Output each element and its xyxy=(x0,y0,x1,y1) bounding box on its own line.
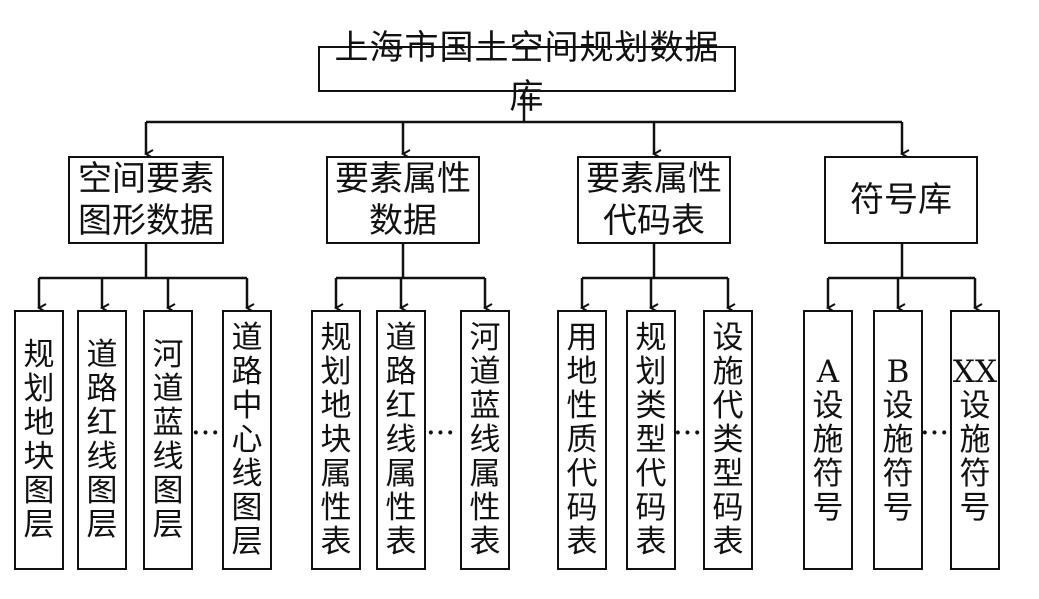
category-label-4: 符号库 xyxy=(850,180,952,220)
category-label-1: 空间要素 图形数据 xyxy=(78,159,214,241)
leaf-node-2-3: 河道蓝线属性表 xyxy=(460,310,510,570)
leaf-node-1-4: 道路中心线图层 xyxy=(222,310,272,570)
leaf-label-1-2: 道路红线图层 xyxy=(86,337,118,543)
category-node-4: 符号库 xyxy=(824,156,978,244)
leaf-node-1-2: 道路红线图层 xyxy=(77,310,127,570)
leaf-node-3-2: 规划类型代码表 xyxy=(626,310,676,570)
leaf-label-3-3: 设施代类型码表 xyxy=(712,320,744,560)
ellipsis-3: ··· xyxy=(674,420,703,446)
leaf-label-2-3: 河道蓝线属性表 xyxy=(469,320,501,560)
root-node: 上海市国土空间规划数据库 xyxy=(318,28,736,117)
ellipsis-4: ··· xyxy=(921,420,950,446)
leaf-node-3-1: 用地性质代码表 xyxy=(557,310,607,570)
leaf-label-2-2: 道路红线属性表 xyxy=(385,320,417,560)
leaf-label-3-2: 规划类型代码表 xyxy=(635,320,667,560)
leaf-node-3-3: 设施代类型码表 xyxy=(703,310,753,570)
category-node-1: 空间要素 图形数据 xyxy=(68,156,224,244)
leaf-node-2-1: 规划地块属性表 xyxy=(311,310,361,570)
leaf-label-1-4: 道路中心线图层 xyxy=(231,320,263,560)
leaf-node-1-3: 河道蓝线图层 xyxy=(143,310,193,570)
leaf-node-1-1: 规划地块图层 xyxy=(14,310,64,570)
category-label-2: 要素属性 数据 xyxy=(335,159,471,241)
leaf-label-3-1: 用地性质代码表 xyxy=(566,320,598,560)
leaf-label-1-3: 河道蓝线图层 xyxy=(152,337,184,543)
leaf-label-1-1: 规划地块图层 xyxy=(23,337,55,543)
leaf-node-2-2: 道路红线属性表 xyxy=(376,310,426,570)
root-label: 上海市国土空间规划数据库 xyxy=(334,28,720,117)
ellipsis-1: ··· xyxy=(192,420,221,446)
category-label-3: 要素属性 代码表 xyxy=(586,159,722,241)
ellipsis-2: ··· xyxy=(427,420,456,446)
leaf-label-2-1: 规划地块属性表 xyxy=(320,320,352,560)
category-node-2: 要素属性 数据 xyxy=(326,156,480,244)
category-node-3: 要素属性 代码表 xyxy=(577,156,731,244)
